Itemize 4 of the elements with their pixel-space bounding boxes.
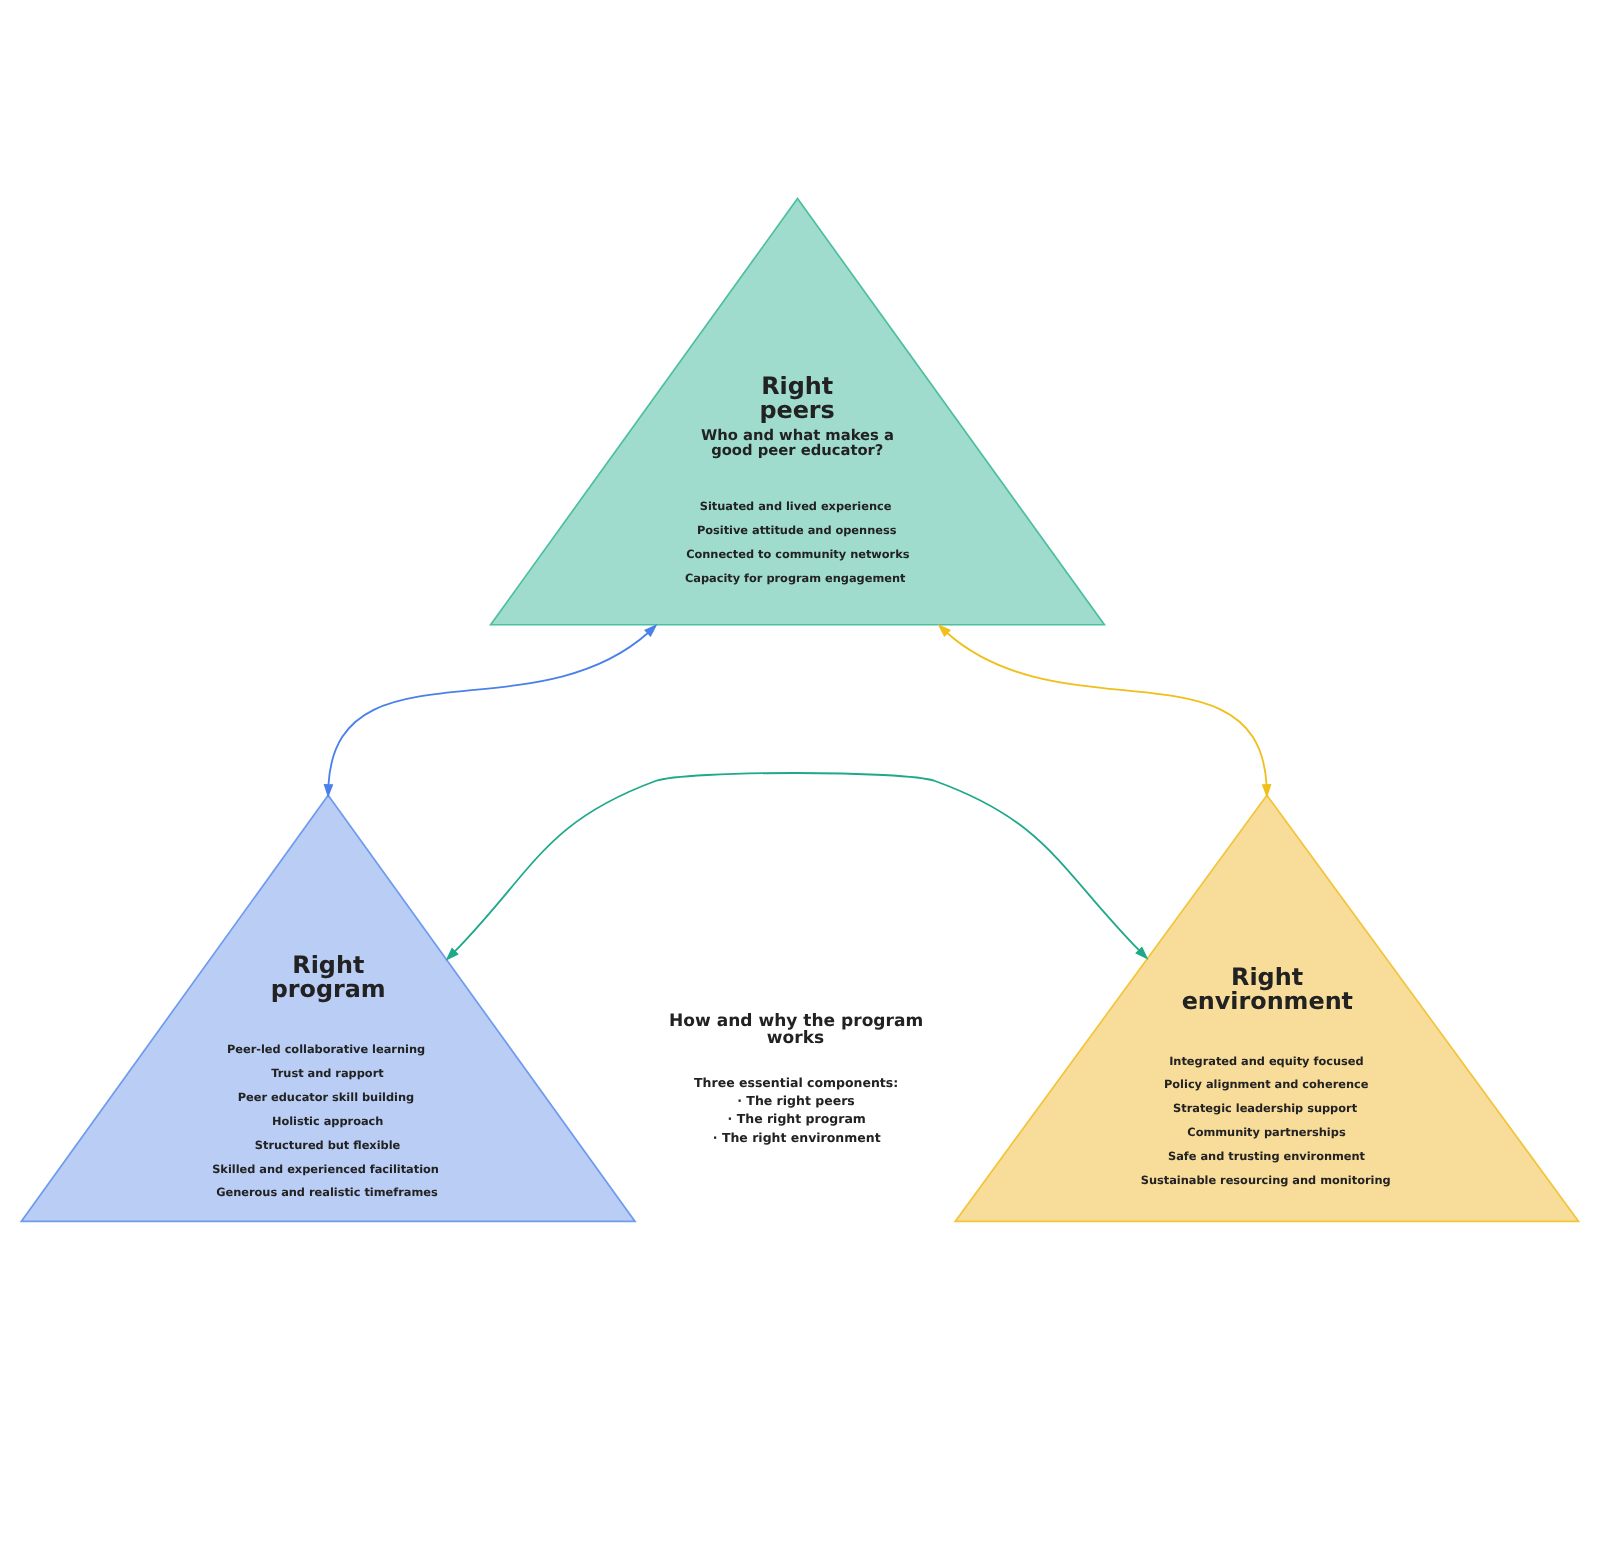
arrow (445, 772, 1149, 961)
label: How and why the program works (669, 1011, 924, 1049)
arrow (323, 623, 658, 798)
arrow (937, 623, 1272, 798)
